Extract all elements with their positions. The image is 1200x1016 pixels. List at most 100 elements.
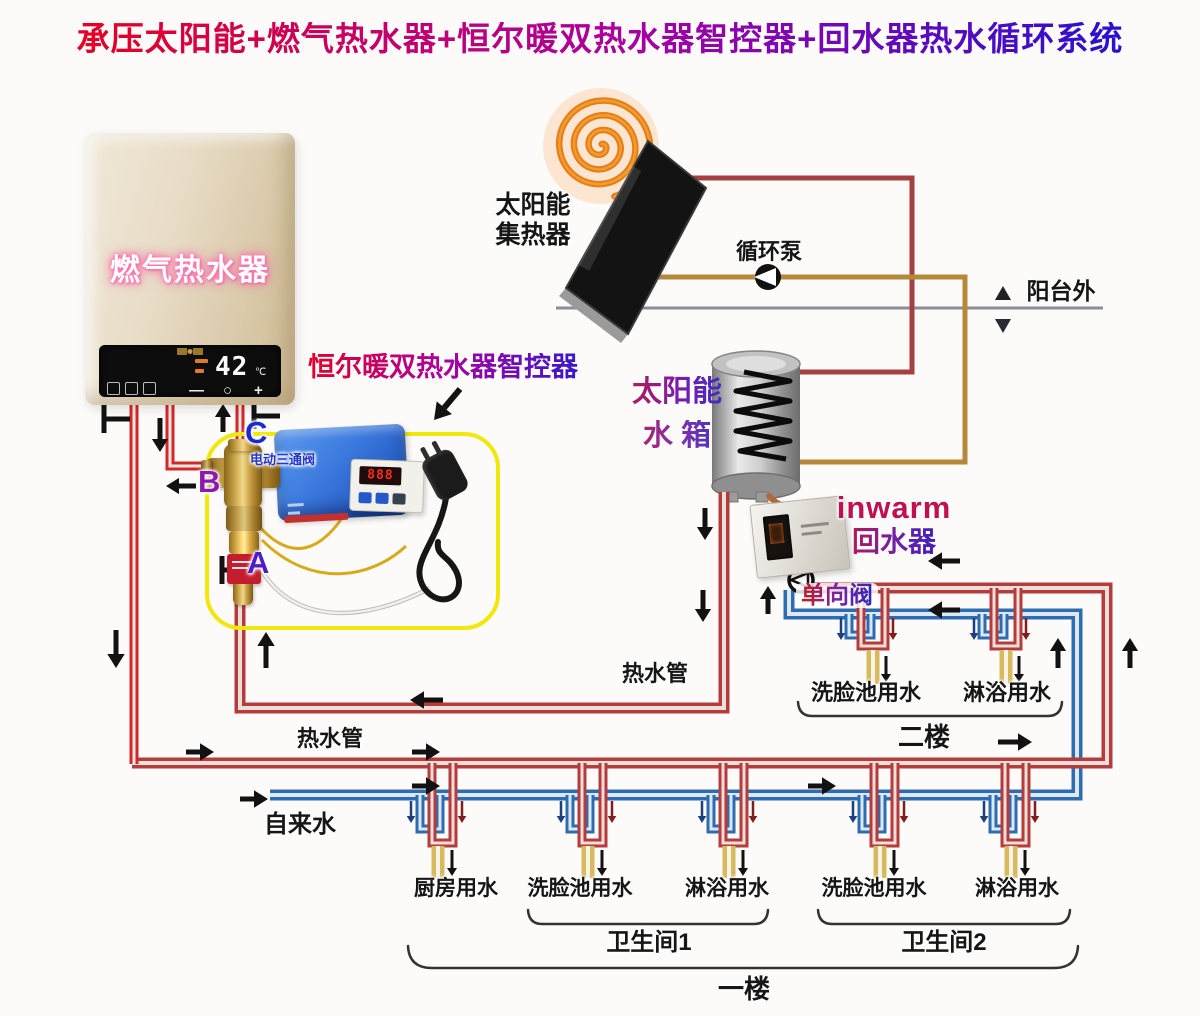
hot-pipe-upper-label: 热水管 [621,661,688,686]
gas-heater-label: 燃气热水器 [110,254,270,287]
flow-arrow-head [1049,638,1067,651]
tap-water-label: 自来水 [264,811,336,838]
thermostat-button[interactable] [375,492,389,505]
drop-arrow-cold-head [556,816,566,823]
sensor-wire [250,547,431,615]
solar-tank-label-line1: 太阳能 [612,376,742,408]
panel-mode-icon[interactable] [107,382,120,395]
second-floor-brace [796,700,1064,718]
drop-arrow-hot-head [888,633,898,640]
vent-line [800,521,829,528]
tap-flow-arrow-head [1020,868,1030,876]
temperature-unit: ℃ [255,367,267,378]
controller-pointer-arrow [441,387,463,410]
balcony-up-triangle-icon [995,286,1011,300]
flow-arrow-head [410,691,424,709]
panel-mode-icon[interactable] [125,382,138,395]
bathroom2-label: 卫生间2 [901,929,987,956]
tap-label-shower1: 淋浴用水 [685,877,769,900]
second-floor-label: 二楼 [897,722,950,752]
bathroom2-brace [816,908,1072,926]
controller-title: 恒尔暖双热水器智控器 [278,353,608,382]
hot-drop-pipe-core [1003,763,1028,845]
circulation-pump-icon-triangle [754,268,776,286]
flow-arrow-head [1018,733,1032,751]
tap-flow-arrow-head [738,868,748,876]
drop-arrow-hot-head [457,816,467,823]
thermostat-button[interactable] [358,492,372,504]
solar-collector-label-line1: 太阳能 [495,191,571,219]
balcony-down-triangle-icon [995,319,1011,333]
tap-label-basin1: 洗脸池用水 [527,877,633,900]
three-way-valve-top-port [228,439,258,451]
panel-mode-icon[interactable] [143,382,156,395]
flow-arrow-head [822,777,836,795]
bathroom1-brace [526,908,770,926]
flow-arrow-head [426,743,440,761]
drop-arrow-hot-head [899,816,909,823]
thermostat-display: 888 [359,466,402,486]
gas-heater-control-panel: 42 ℃ — ○ + [99,345,281,399]
tap-flow-arrow-head [1014,674,1024,682]
flow-arrow-head [928,552,942,570]
hot-water-upper-pipe-core [238,492,726,710]
vent-line [801,530,822,536]
tap-flow-arrow-head [881,674,891,682]
solar-tank-label-line2: 水 箱 [612,420,742,452]
solar-collector-panel [564,139,708,336]
flow-arrow-head [1121,638,1139,651]
thermostat-button[interactable] [392,493,406,505]
drop-arrow-hot-head [748,816,758,823]
circulation-pump-label: 循环泵 [735,239,802,264]
tap-flow-arrow-head [447,868,457,876]
collector-edge [559,288,628,343]
sun-spiral-icon-core [557,99,652,198]
valve-nut [226,506,262,531]
balcony-label: 阳台外 [1026,278,1096,304]
flow-arrow-head [696,527,714,540]
three-way-valve-left-port [201,460,213,486]
flow-arrow-head [257,632,275,646]
flow-arrow-head [254,790,268,808]
return-device-label: 回水器 [829,527,959,557]
valve-bottom-tip [233,584,253,605]
tank-heat-coil [733,369,793,462]
valve-thermometer-band [227,554,261,584]
drop-arrow-cold-head [979,816,989,823]
hot-drop-pipe-core [580,763,605,845]
drop-arrow-hot-head [607,816,617,823]
hot-drop-pipe-core [859,588,887,648]
flow-arrow-head [151,439,169,452]
first-floor-label: 一楼 [717,974,770,1004]
flow-arrow-head [694,609,712,622]
valve-port-b-label: B [198,464,221,499]
return-device-display [762,514,794,561]
drop-arrow-cold-head [697,816,707,823]
controller-pointer-arrow-head [434,401,452,420]
tap-flow-arrow-head [889,868,899,876]
hot-drop-pipe-core [992,588,1020,648]
plus-button[interactable]: + [254,382,263,399]
drop-arrow-cold-head [969,633,979,640]
indicator-bar-icon [195,359,208,363]
tap-flow-arrow-head [597,868,607,876]
power-button[interactable]: ○ [223,382,233,399]
gas-water-heater: 燃气热水器 42 ℃ — ○ + [85,133,295,405]
hot-water-main-pipe-core [132,586,1109,765]
tap-label-shower2: 淋浴用水 [975,877,1059,900]
drop-arrow-cold-head [836,633,846,640]
minus-button[interactable]: — [189,382,204,399]
hot-drop-pipe-core [872,763,897,845]
solar-tank-top-cap-inner [726,356,786,372]
power-cable [416,495,462,603]
flow-arrow-head [426,777,440,795]
drop-arrow-hot-head [1021,633,1031,640]
electric-valve-label: 电动三通阀 [250,452,316,467]
indicator-bar-icon [195,369,204,373]
hot-drop-pipe-core [430,763,455,845]
tap-label-sf-basin: 洗脸池用水 [810,680,921,705]
drop-arrow-hot-head [1030,816,1040,823]
flow-arrow-head [214,404,232,417]
